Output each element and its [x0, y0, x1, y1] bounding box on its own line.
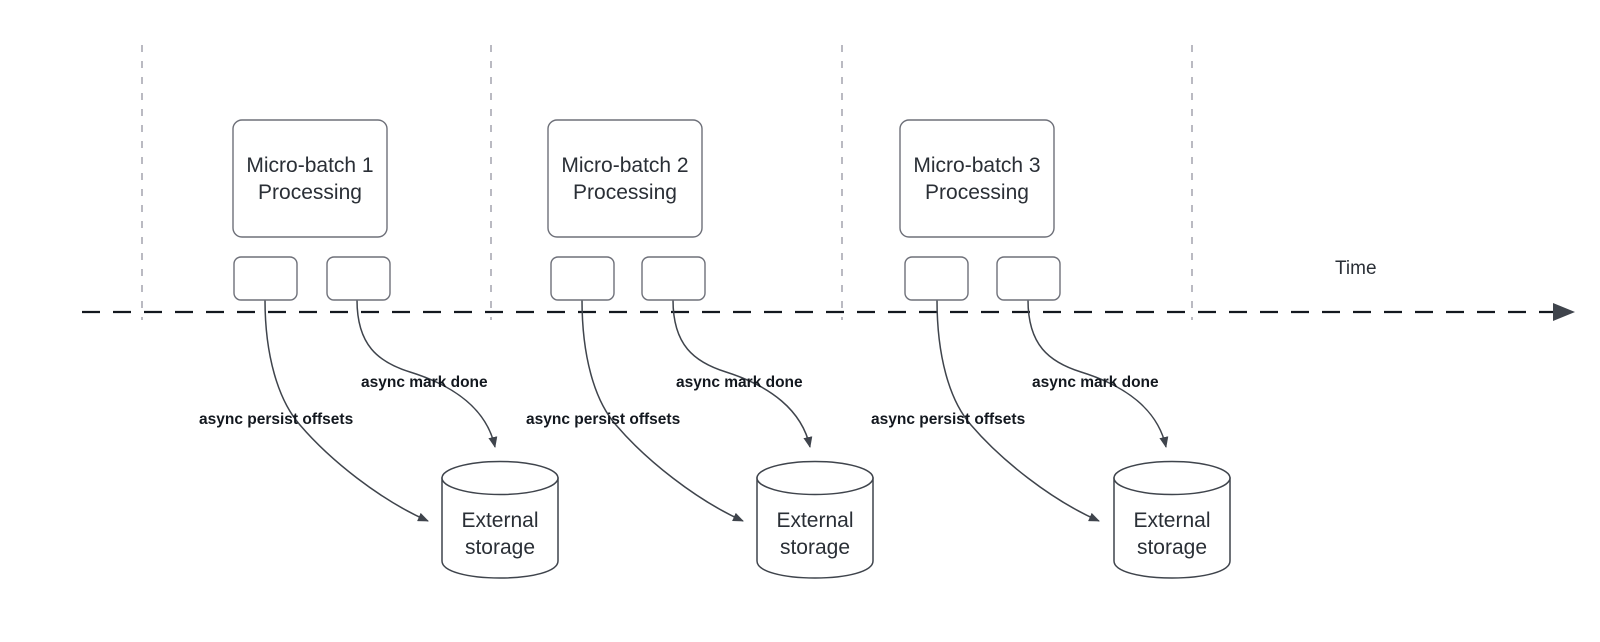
- timeline-ticks: [141, 45, 1193, 320]
- external-storage-cylinder-2-top: [756, 460, 874, 496]
- micro-batch-box-1-label-line2: Processing: [258, 181, 362, 204]
- edge-label-persist-offsets-2: async persist offsets: [526, 411, 680, 428]
- task-box-1-mark-done[interactable]: [326, 256, 391, 301]
- flow-persist-offsets-3: [936, 299, 1100, 522]
- edge-label-mark-done-3: async mark done: [1032, 374, 1159, 391]
- external-storage-cylinder-3-label-line1: External: [1133, 509, 1210, 532]
- external-storage-cylinder-3-body: [1113, 477, 1231, 579]
- micro-batch-box-1-rect: [232, 119, 388, 238]
- flow-mark-done-3: [1027, 299, 1169, 448]
- micro-batch-box-3-label-line2: Processing: [925, 181, 1029, 204]
- flow-persist-offsets-2: [581, 299, 744, 522]
- flow-mark-done-2: [672, 299, 813, 448]
- micro-batch-box-3-rect: [899, 119, 1055, 238]
- micro-batch-group-3: Micro-batch 3 Processing async persist o…: [871, 119, 1231, 579]
- micro-batch-box-3[interactable]: Micro-batch 3 Processing: [899, 119, 1055, 238]
- time-axis-label: Time: [1335, 258, 1377, 279]
- edge-label-persist-offsets-3: async persist offsets: [871, 411, 1025, 428]
- edge-label-persist-offsets-1: async persist offsets: [199, 411, 353, 428]
- micro-batch-group-1: Micro-batch 1 Processing async persist o…: [199, 119, 559, 579]
- edge-label-mark-done-1: async mark done: [361, 374, 488, 391]
- task-box-3-mark-done[interactable]: [996, 256, 1061, 301]
- edge-label-mark-done-2: async mark done: [676, 374, 803, 391]
- external-storage-cylinder-1-label-line2: storage: [465, 536, 535, 559]
- external-storage-cylinder-2-label-line2: storage: [780, 536, 850, 559]
- micro-batch-box-3-label-line1: Micro-batch 3: [913, 154, 1040, 177]
- time-axis: Time: [82, 258, 1575, 321]
- task-box-1-persist[interactable]: [233, 256, 298, 301]
- external-storage-cylinder-1[interactable]: External storage: [441, 460, 559, 579]
- flow-persist-offsets-1: [264, 299, 429, 522]
- external-storage-cylinder-3-top: [1113, 460, 1231, 496]
- micro-batch-box-1-label-line1: Micro-batch 1: [246, 154, 373, 177]
- task-box-3-persist[interactable]: [904, 256, 969, 301]
- micro-batch-group-2: Micro-batch 2 Processing async persist o…: [526, 119, 874, 579]
- micro-batch-box-2-rect: [547, 119, 703, 238]
- external-storage-cylinder-3[interactable]: External storage: [1113, 460, 1231, 579]
- task-box-2-mark-done[interactable]: [641, 256, 706, 301]
- external-storage-cylinder-2-label-line1: External: [776, 509, 853, 532]
- micro-batch-box-1[interactable]: Micro-batch 1 Processing: [232, 119, 388, 238]
- external-storage-cylinder-2-body: [756, 477, 874, 579]
- external-storage-cylinder-3-label-line2: storage: [1137, 536, 1207, 559]
- micro-batch-box-2-label-line2: Processing: [573, 181, 677, 204]
- external-storage-cylinder-1-body: [441, 477, 559, 579]
- external-storage-cylinder-2[interactable]: External storage: [756, 460, 874, 579]
- flow-mark-done-1: [356, 299, 498, 448]
- time-axis-arrowhead: [1553, 303, 1575, 321]
- external-storage-cylinder-1-top: [441, 460, 559, 496]
- task-box-2-persist[interactable]: [550, 256, 615, 301]
- external-storage-cylinder-1-label-line1: External: [461, 509, 538, 532]
- micro-batch-box-2[interactable]: Micro-batch 2 Processing: [547, 119, 703, 238]
- micro-batch-box-2-label-line1: Micro-batch 2: [561, 154, 688, 177]
